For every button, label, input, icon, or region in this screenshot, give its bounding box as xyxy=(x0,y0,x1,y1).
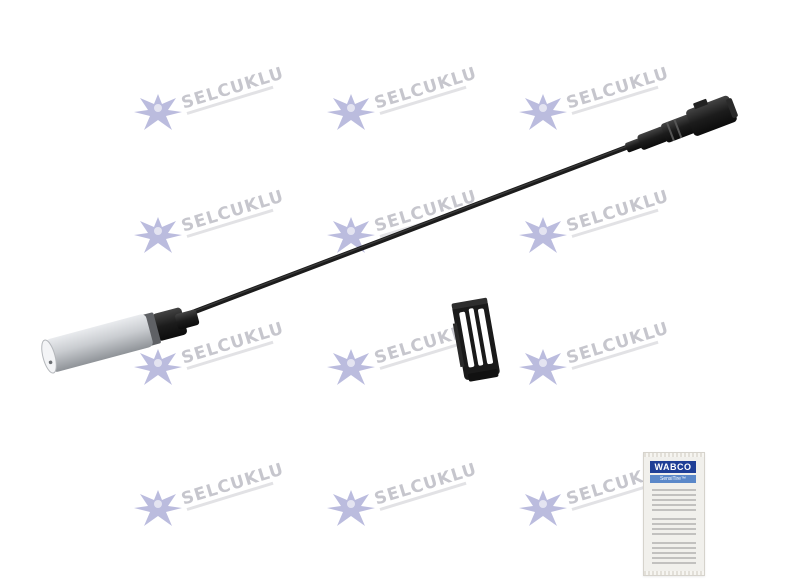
eagle-emblem-icon xyxy=(134,490,182,526)
packet-seal-top xyxy=(644,453,704,457)
abs-sensor-head xyxy=(41,307,200,374)
eagle-emblem-icon xyxy=(519,349,567,385)
watermark-logo: SELCUKLU xyxy=(517,318,671,397)
clamping-bushing xyxy=(451,297,500,382)
sensor-cable xyxy=(175,140,641,321)
watermark-logo: SELCUKLU xyxy=(325,318,479,397)
grease-packet: WABCO SensiTire™ xyxy=(643,452,705,576)
watermark-logo: SELCUKLU xyxy=(517,63,671,142)
eagle-emblem-icon xyxy=(327,349,375,385)
eagle-emblem-icon xyxy=(134,94,182,130)
watermark-logo: SELCUKLU xyxy=(132,459,286,538)
eagle-emblem-icon xyxy=(519,217,567,253)
packet-seal-bottom xyxy=(644,571,704,575)
eagle-emblem-icon xyxy=(519,490,567,526)
watermark-logo: SELCUKLU xyxy=(325,186,479,265)
packet-fine-print xyxy=(652,489,696,567)
watermark-logo: SELCUKLU xyxy=(132,186,286,265)
packet-brand-label: WABCO xyxy=(650,461,696,473)
watermark-logo: SELCUKLU xyxy=(517,459,671,538)
eagle-emblem-icon xyxy=(519,94,567,130)
eagle-emblem-icon xyxy=(327,94,375,130)
eagle-emblem-icon xyxy=(327,217,375,253)
watermark-logo: SELCUKLU xyxy=(517,186,671,265)
packet-product-label: SensiTire™ xyxy=(650,475,696,483)
watermark-logo: SELCUKLU xyxy=(132,318,286,397)
cable-connector xyxy=(625,95,738,153)
eagle-emblem-icon xyxy=(134,217,182,253)
eagle-emblem-icon xyxy=(327,490,375,526)
watermark-logo: SELCUKLU xyxy=(132,63,286,142)
watermark-logo: SELCUKLU xyxy=(325,459,479,538)
watermark-logo: SELCUKLU xyxy=(325,63,479,142)
eagle-emblem-icon xyxy=(134,349,182,385)
